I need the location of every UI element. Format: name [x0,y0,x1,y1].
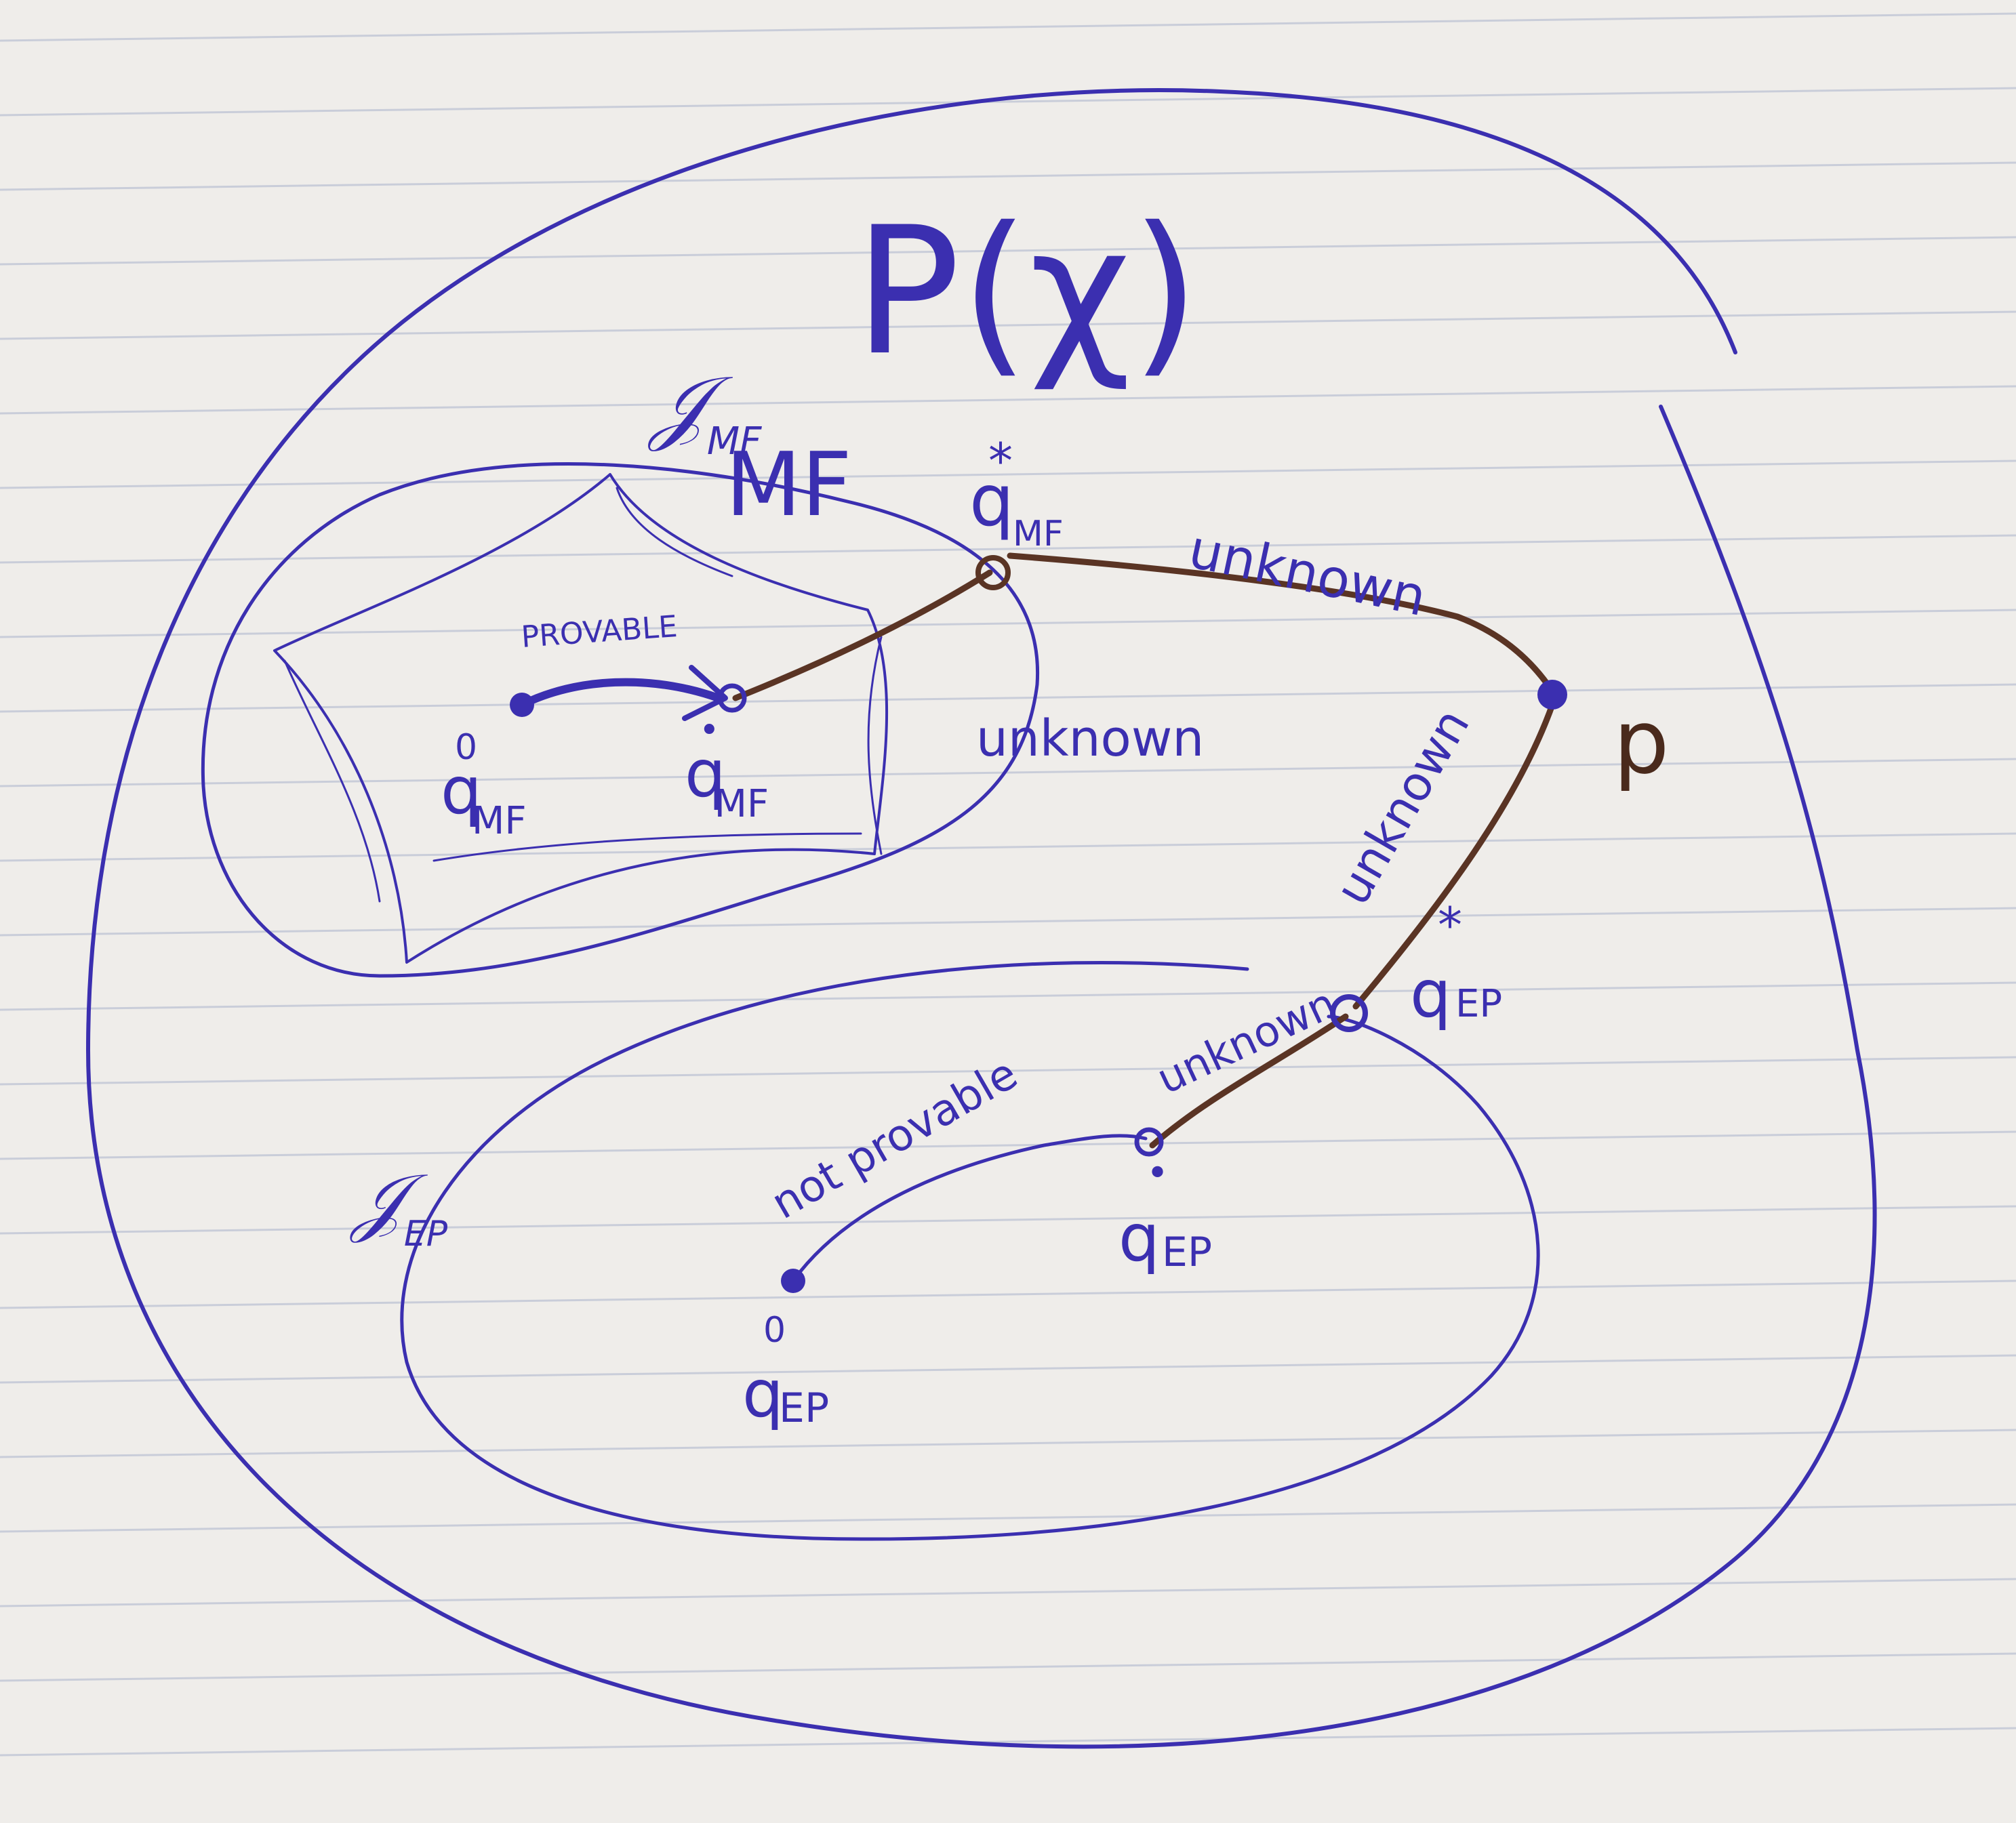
ep-set-subscript: EP [404,1214,448,1254]
ruled-line [0,1056,2016,1086]
edge-p-to-ep-unknown [1352,701,1556,1010]
node-q0-ep [781,1269,805,1293]
label-q-ep-sup: • [1146,1151,1169,1195]
label-q-ep-base: q [1118,1200,1160,1276]
node-q-mf [717,683,747,713]
ruled-line [0,12,2016,42]
ruled-line [0,609,2016,638]
ruled-line [0,87,2016,117]
label-q-ep: q • EP [1118,1151,1212,1276]
ruled-line [0,1652,2016,1682]
ruled-line [0,981,2016,1011]
mf-region-star [273,473,889,964]
ruled-line [0,310,2016,340]
label-q-mf: q• MF [685,710,769,826]
ruled-line [0,1727,2016,1757]
label-qstar-mf-base: q [969,459,1014,542]
node-p [1537,680,1567,710]
ruled-line [0,1279,2016,1309]
label-qstar-ep-sup: * [1438,897,1462,954]
label-qstar-mf-sub: MF [1013,514,1064,554]
edge-mf-local-unknown [732,569,993,701]
ruled-line [0,459,2016,489]
mf-region-label: MF [725,433,852,536]
label-q-mf-sup: • [699,710,720,751]
mf-set-boundary [201,462,1040,978]
label-qstar-mf: q*MF [969,432,1064,554]
node-qstar-mf [975,555,1011,590]
label-qstar-ep: q* EP [1410,897,1502,1032]
ep-set-boundary [400,960,1540,1541]
ruled-line [0,1429,2016,1458]
ruled-line [0,683,2016,713]
label-q0-mf-sup: 0 [455,727,477,768]
label-q-ep-sub: EP [1162,1229,1212,1276]
ruled-line [0,1205,2016,1235]
edge-mf-to-p-unknown [1007,552,1556,695]
ruled-line [0,161,2016,191]
label-qstar-ep-base: q [1410,956,1451,1032]
title-p-chi: P(χ) [854,190,1200,394]
label-q-mf-base: q [685,736,726,812]
label-qstar-ep-sub: EP [1455,982,1502,1026]
ruled-line [0,758,2016,787]
mf-set-subscript: MF [707,419,762,464]
label-q0-ep-sub: EP [779,1385,829,1432]
edge-label-unknown-mf-local: unknown [976,710,1204,768]
label-q0-mf-sub: MF [472,799,527,843]
node-qstar-ep [1330,994,1368,1032]
label-q0-ep-base: q [742,1356,784,1432]
edge-not-provable [791,1134,1148,1283]
label-q0-ep-sup: 0 [763,1310,786,1351]
edge-ep-local-unknown [1149,1013,1349,1149]
mf-region-star-inner [283,487,883,903]
provable-arrowhead [682,665,728,721]
ruled-line [0,534,2016,564]
label-q0-mf-base: q [441,753,482,829]
ruled-line [0,907,2016,937]
ruled-lines [0,12,2016,1757]
ruled-line [0,1578,2016,1607]
ruled-line [0,1130,2016,1160]
ruled-line [0,1503,2016,1533]
outer-set-boundary [86,88,1877,1749]
ruled-line [0,236,2016,266]
edge-provable-arrow [518,678,723,709]
label-qstar-mf-sup: * [988,432,1013,489]
label-p: p [1613,691,1670,794]
ruled-line [0,832,2016,862]
node-q0-mf [510,693,534,717]
ruled-line [0,1354,2016,1384]
node-q-ep [1134,1127,1164,1157]
label-q-mf-sub: MF [714,782,769,826]
ruled-line [0,385,2016,415]
